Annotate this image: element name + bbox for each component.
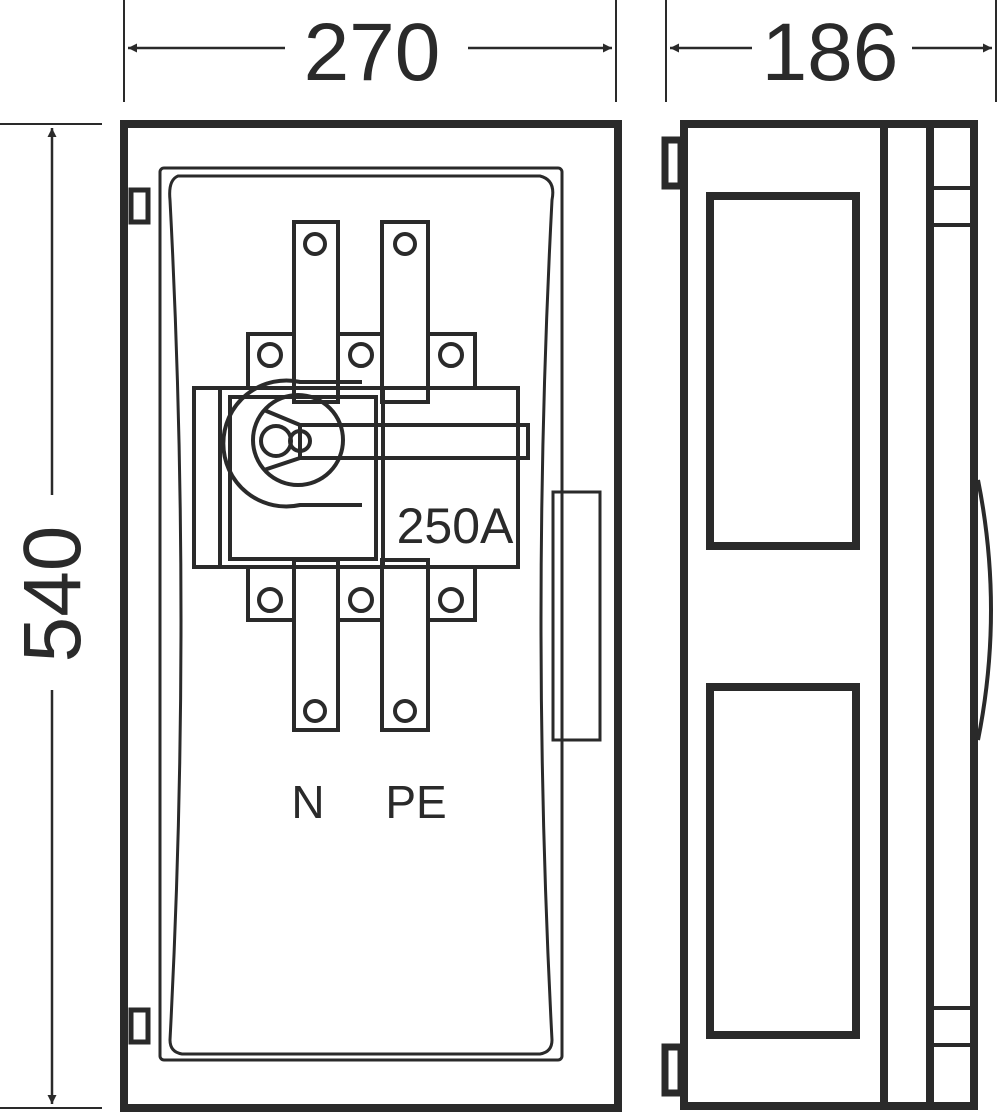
neutral-label: N [291, 776, 324, 828]
rotary-handle [298, 423, 530, 460]
side-window-top [706, 192, 860, 550]
rotary-handle-guard [221, 378, 362, 509]
pe-label: PE [385, 776, 446, 828]
hinge-bottom [128, 1007, 151, 1045]
side-hinge-bottom [661, 1043, 685, 1097]
hinge-top [128, 187, 151, 225]
height-label: 540 [7, 526, 98, 663]
side-hinge-top [661, 136, 685, 190]
cover-frame [158, 166, 564, 1062]
transparent-cover [168, 174, 555, 1056]
load-break-switch: 250A [192, 378, 530, 569]
depth-label: 186 [762, 7, 899, 98]
width-label: 270 [304, 7, 441, 98]
busbars [292, 220, 430, 732]
cover-latch [551, 490, 602, 742]
terminals [246, 332, 477, 622]
side-view [661, 120, 993, 1110]
depth-dimension: 186 [665, 0, 997, 102]
height-dimension: 540 [0, 123, 102, 1109]
width-dimension: 270 [123, 0, 617, 102]
rating-label: 250A [397, 498, 514, 554]
side-window-bottom [706, 683, 860, 1039]
side-latch [976, 479, 993, 741]
front-view: 250A N PE [120, 120, 622, 1112]
